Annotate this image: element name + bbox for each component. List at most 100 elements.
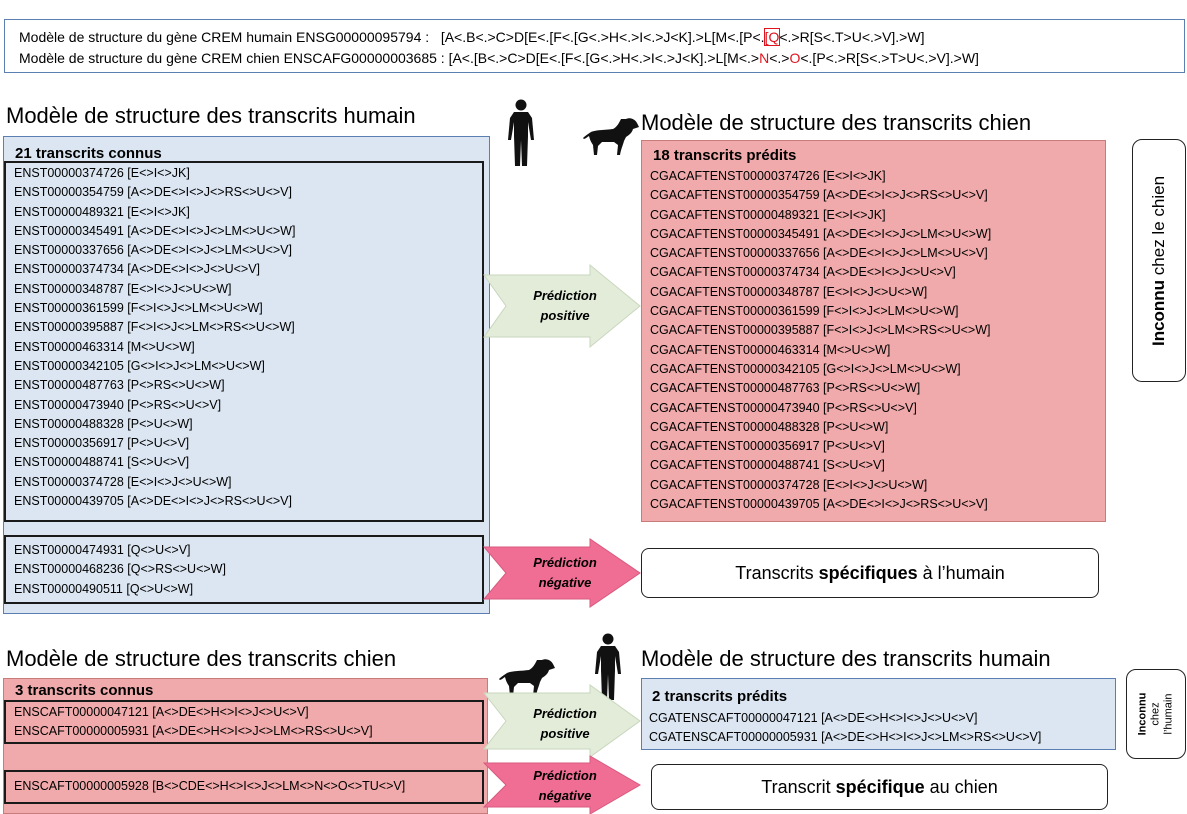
transcript-item: CGACAFTENST00000488328 [P<>U<>W] [650, 419, 889, 434]
dog-shared-transcript-list: ENSCAFT00000047121 [A<>DE<>H<>I<>J<>U<>V… [14, 703, 373, 742]
negative-label-line2: négative [538, 575, 592, 590]
transcript-item: ENST00000342105 [G<>I<>J<>LM<>U<>W] [14, 358, 265, 373]
negative-bottom-line2: négative [538, 788, 592, 803]
transcript-item: ENST00000474931 [Q<>U<>V] [14, 543, 191, 557]
human-seq-part-b: <.>R[S<.T>U<.>V].>W] [779, 29, 925, 45]
human-silhouette-icon [595, 633, 621, 700]
dog-silhouette-icon [583, 118, 639, 155]
dog-seq-mid: <.> [769, 50, 790, 66]
negative-prediction-arrow [482, 538, 641, 608]
transcript-item: CGACAFTENST00000348787 [E<>I<>J<>U<>W] [650, 284, 928, 299]
dog-known-title: 3 transcrits connus [15, 682, 154, 699]
transcript-item: CGATENSCAFT00000005931 [A<>DE<>H<>I<>J<>… [649, 730, 1042, 745]
human-specific-transcript-list: ENST00000474931 [Q<>U<>V] ENST00000468236… [14, 541, 226, 599]
dog-specific-box: Transcrit spécifique au chien [651, 764, 1108, 810]
dog-gene-model: Modèle de structure du gène CREM chien E… [19, 50, 979, 66]
human-predicted-transcript-list: CGATENSCAFT00000047121 [A<>DE<>H<>I<>J<>… [649, 709, 1041, 748]
gene-model-box: Modèle de structure du gène CREM humain … [4, 19, 1185, 73]
dog-specific-pre-text: Transcrit [761, 776, 836, 797]
transcript-item: ENST00000488741 [S<>U<>V] [14, 455, 190, 470]
transcript-item: CGACAFTENST00000473940 [P<>RS<>U<>V] [650, 400, 917, 415]
transcript-item: ENST00000489321 [E<>I<>JK] [14, 204, 190, 219]
dog-specific-post-text: au chien [924, 776, 998, 797]
transcript-item: CGACAFTENST00000337656 [A<>DE<>I<>J<>LM<… [650, 246, 988, 261]
transcript-item: ENST00000490511 [Q<>U<>W] [14, 581, 194, 596]
predicted-transcripts-title: 18 transcrits prédits [653, 147, 797, 164]
dog-predicted-panel: 18 transcrits prédits CGACAFTENST0000037… [641, 140, 1106, 522]
bottom-left-title: Modèle de structure des transcrits chien [6, 646, 397, 671]
transcript-item: ENST00000463314 [M<>U<>W] [14, 339, 195, 354]
transcript-item: ENST00000488328 [P<>U<>W] [14, 416, 193, 431]
bottom-right-title: Modèle de structure des transcrits humai… [641, 646, 1051, 671]
unknown-rest-text: chez le chien [1149, 175, 1168, 280]
transcript-item: CGACAFTENST00000374728 [E<>I<>J<>U<>W] [650, 477, 928, 492]
transcript-item: ENSCAFT00000005931 [A<>DE<>H<>I<>J<>LM<>… [14, 724, 373, 739]
transcript-item: CGACAFTENST00000354759 [A<>DE<>I<>J<>RS<… [650, 188, 988, 203]
transcript-item: CGACAFTENST00000488741 [S<>U<>V] [650, 458, 885, 473]
dog-predicted-transcript-list: CGACAFTENST00000374726 [E<>I<>JK] CGACAFT… [650, 167, 991, 514]
transcript-item: ENST00000348787 [E<>I<>J<>U<>W] [14, 281, 232, 296]
unknown-human-line3: l’humain [1162, 693, 1175, 735]
human-seq-part-a: [A<.B<.>C>D[E<.[F<.[G<.>H<.>I<.>J<K].>L[… [440, 29, 765, 45]
positive-prediction-arrow [483, 263, 641, 349]
dog-seq-part-a: [A<.[B<.>C>D[E<.[F<.[G<.>H<.>I<.>J<K].>L… [448, 50, 760, 66]
unknown-bold-text: Inconnu [1149, 279, 1168, 346]
transcript-item: ENSCAFT00000005928 [B<>CDE<>H<>I<>J<>LM<… [14, 779, 406, 793]
dog-specific-transcripts-box: ENSCAFT00000005928 [B<>CDE<>H<>I<>J<>LM<… [4, 770, 484, 804]
transcript-item: CGACAFTENST00000374726 [E<>I<>JK] [650, 169, 886, 183]
transcript-item: ENSCAFT00000047121 [A<>DE<>H<>I<>J<>U<>V… [14, 705, 309, 719]
negative-prediction-label-bottom: Prédiction négative [500, 766, 630, 806]
dog-silhouette-icon [499, 659, 555, 696]
positive-prediction-label: Prédiction positive [500, 286, 630, 326]
transcript-item: ENST00000337656 [A<>DE<>I<>J<>LM<>U<>V] [14, 243, 292, 258]
transcript-item: ENST00000354759 [A<>DE<>I<>J<>RS<>U<>V] [14, 185, 292, 200]
transcript-item: ENST00000374726 [E<>I<>JK] [14, 166, 190, 180]
dog-specific-transcript-list: ENSCAFT00000005928 [B<>CDE<>H<>I<>J<>LM<… [14, 777, 405, 796]
negative-prediction-arrow [482, 755, 641, 814]
dog-seq-part-b: <.[P<.>R[S<.>T>U<.>V].>W] [800, 50, 979, 66]
unknown-in-human-label: Inconnu chez l’humain [1137, 693, 1176, 736]
transcript-item: CGACAFTENST00000439705 [A<>DE<>I<>J<>RS<… [650, 497, 988, 512]
unknown-in-human-box: Inconnu chez l’humain [1126, 669, 1186, 759]
dog-specific-bold-text: spécifique [835, 776, 925, 797]
transcript-item: CGACAFTENST00000345491 [A<>DE<>I<>J<>LM<… [650, 226, 992, 241]
specific-bold-text: spécifiques [818, 562, 918, 583]
human-specific-box: Transcrits spécifiques à l’humain [641, 548, 1099, 598]
transcript-item: ENST00000487763 [P<>RS<>U<>W] [14, 378, 225, 393]
human-silhouette-icon [508, 99, 534, 166]
human-gene-model: Modèle de structure du gène CREM humain … [19, 28, 925, 46]
transcript-item: CGACAFTENST00000487763 [P<>RS<>U<>W] [650, 381, 921, 396]
transcript-item: ENST00000361599 [F<>I<>J<>LM<>U<>W] [14, 301, 263, 316]
dog-gene-label: Modèle de structure du gène CREM chien E… [19, 50, 445, 66]
transcript-item: ENST00000468236 [Q<>RS<>U<>W] [14, 562, 226, 577]
transcript-item: CGACAFTENST00000463314 [M<>U<>W] [650, 342, 891, 357]
transcript-item: CGACAFTENST00000361599 [F<>I<>J<>LM<>U<>… [650, 304, 959, 319]
transcript-item: CGACAFTENST00000374734 [A<>DE<>I<>J<>U<>… [650, 265, 956, 280]
human-predicted-title: 2 transcrits prédits [652, 688, 788, 705]
transcript-item: CGATENSCAFT00000047121 [A<>DE<>H<>I<>J<>… [649, 711, 978, 725]
transcript-item: ENST00000345491 [A<>DE<>I<>J<>LM<>U<>W] [14, 223, 296, 238]
positive-prediction-label-bottom: Prédiction positive [500, 704, 630, 744]
human-shared-transcripts-box: ENST00000374726 [E<>I<>JK] ENST0000035475… [4, 161, 484, 522]
top-right-title: Modèle de structure des transcrits chien [641, 110, 1032, 135]
unknown-in-dog-box: Inconnu chez le chien [1132, 139, 1186, 382]
dog-seq-o-exon: O [789, 50, 801, 66]
dog-seq-n-exon: N [759, 50, 770, 66]
dog-shared-transcripts-box: ENSCAFT00000047121 [A<>DE<>H<>I<>J<>U<>V… [4, 700, 484, 744]
transcript-item: ENST00000374728 [E<>I<>J<>U<>W] [14, 474, 232, 489]
negative-prediction-label: Prédiction négative [500, 553, 630, 593]
unknown-human-bold: Inconnu [1136, 692, 1149, 736]
transcript-item: ENST00000395887 [F<>I<>J<>LM<>RS<>U<>W] [14, 320, 295, 335]
transcript-item: ENST00000473940 [P<>RS<>U<>V] [14, 397, 222, 412]
transcript-item: ENST00000374734 [A<>DE<>I<>J<>U<>V] [14, 262, 261, 277]
transcript-item: ENST00000439705 [A<>DE<>I<>J<>RS<>U<>V] [14, 494, 292, 509]
human-gene-label: Modèle de structure du gène CREM humain … [19, 29, 430, 45]
transcript-item: CGACAFTENST00000342105 [G<>I<>J<>LM<>U<>… [650, 361, 961, 376]
positive-bottom-line2: positive [540, 726, 590, 741]
known-transcripts-title: 21 transcrits connus [15, 145, 162, 162]
human-shared-transcript-list: ENST00000374726 [E<>I<>JK] ENST0000035475… [14, 164, 295, 511]
unknown-human-line2: chez [1149, 702, 1162, 726]
transcript-item: ENST00000356917 [P<>U<>V] [14, 436, 190, 451]
positive-label-line1: Prédiction [533, 288, 597, 303]
top-left-title: Modèle de structure des transcrits humai… [6, 103, 416, 128]
